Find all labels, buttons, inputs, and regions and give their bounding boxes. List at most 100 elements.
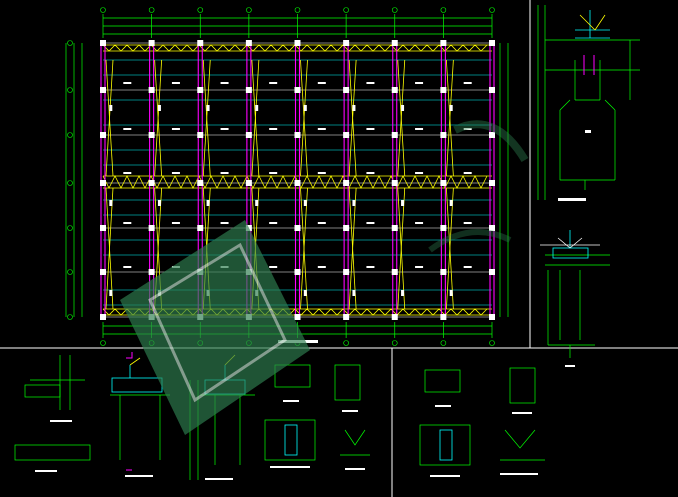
plate-details — [264, 364, 545, 466]
member-tag — [415, 172, 424, 174]
member-tag — [366, 82, 375, 84]
grid-bubble-col — [489, 340, 495, 346]
grid-bubble-col — [197, 7, 204, 13]
member-tag — [220, 222, 229, 224]
truss-diagonal — [300, 59, 308, 177]
column-base-plate — [343, 40, 350, 46]
column-base-plate — [197, 132, 204, 138]
column-base-plate — [100, 269, 106, 275]
column-base-plate — [197, 180, 204, 186]
member-tag — [463, 82, 472, 84]
column-base-plate — [391, 87, 398, 93]
column-base-plate — [245, 87, 252, 93]
column-base-plate — [100, 180, 106, 186]
member-tag — [366, 222, 375, 224]
member-tag — [171, 222, 180, 224]
column-base-plate — [294, 180, 301, 186]
truss-diagonal — [154, 59, 163, 177]
column-base-plate — [294, 132, 301, 138]
member-tag — [449, 200, 453, 206]
member-tag — [255, 200, 259, 206]
grid-bubble-row — [67, 132, 73, 138]
column-base-plate — [294, 314, 301, 320]
member-tag — [123, 222, 132, 224]
grid-bubble-col — [343, 7, 349, 13]
column-base-plate — [489, 132, 495, 138]
member-tag — [317, 128, 326, 130]
grid-bubble-col — [440, 340, 447, 346]
member-tag — [401, 290, 405, 296]
member-tag — [269, 128, 278, 130]
detail-title-tags — [270, 400, 538, 477]
member-tag — [123, 128, 132, 130]
column-base-plate — [343, 132, 350, 138]
member-tag — [463, 128, 472, 130]
member-tag — [463, 222, 472, 224]
column-base-plate — [489, 269, 495, 275]
member-tag — [109, 290, 113, 296]
column-base-plate — [148, 40, 155, 46]
member-tag — [123, 82, 132, 84]
column-base-plate — [489, 225, 495, 231]
member-tag — [171, 128, 180, 130]
member-tag — [171, 172, 180, 174]
member-tag — [317, 266, 326, 268]
member-tag — [366, 172, 375, 174]
column-base-plate — [489, 40, 495, 46]
column-base-plate — [343, 87, 350, 93]
member-tag — [206, 200, 210, 206]
truss-diagonal — [397, 59, 406, 177]
column-base-plate — [197, 40, 204, 46]
member-tag — [366, 128, 375, 130]
member-tag — [463, 266, 472, 268]
column-base-plate — [391, 40, 398, 46]
member-tag — [269, 222, 278, 224]
grid-bubble-col — [391, 340, 398, 346]
column-base-plate — [440, 87, 447, 93]
column-base-plate — [440, 40, 447, 46]
truss-diagonal — [105, 187, 114, 310]
member-tag — [157, 105, 161, 111]
truss-diagonal — [251, 59, 260, 177]
truss-diagonal — [348, 187, 357, 310]
column-base-plate — [489, 180, 495, 186]
member-tag — [109, 105, 113, 111]
grid-bubble-row — [67, 180, 73, 186]
member-tag — [415, 128, 424, 130]
truss-diagonal — [397, 187, 406, 310]
connection-details-left — [14, 352, 255, 480]
truss-diagonal — [445, 187, 454, 310]
member-tag — [220, 82, 229, 84]
member-tag — [109, 200, 113, 206]
member-tag — [157, 200, 161, 206]
member-tag — [303, 290, 307, 296]
member-tag — [449, 105, 453, 111]
member-tag — [269, 82, 278, 84]
grid-bubble-col — [100, 340, 106, 346]
member-tag — [415, 266, 424, 268]
column-base-plate — [100, 132, 106, 138]
column-base-plate — [148, 132, 155, 138]
member-tag — [269, 266, 278, 268]
grid-bubble-row — [67, 269, 73, 275]
plan-purlins — [103, 59, 492, 306]
column-section-detail — [540, 230, 610, 367]
column-base-plate — [440, 132, 447, 138]
member-tag — [171, 82, 180, 84]
column-base-plate — [100, 87, 106, 93]
roof-framing-plan — [65, 7, 509, 346]
grid-bubble-row — [67, 87, 73, 93]
column-base-plate — [245, 132, 252, 138]
column-base-plate — [343, 269, 350, 275]
column-base-plate — [197, 225, 204, 231]
column-base-plate — [391, 180, 398, 186]
grid-bubble-row — [67, 314, 73, 320]
column-base-plate — [294, 225, 301, 231]
member-tag — [352, 290, 356, 296]
member-tag — [123, 172, 132, 174]
member-tag — [352, 200, 356, 206]
column-elevation-detail — [537, 5, 640, 201]
column-base-plate — [391, 132, 398, 138]
column-base-plate — [100, 314, 106, 320]
